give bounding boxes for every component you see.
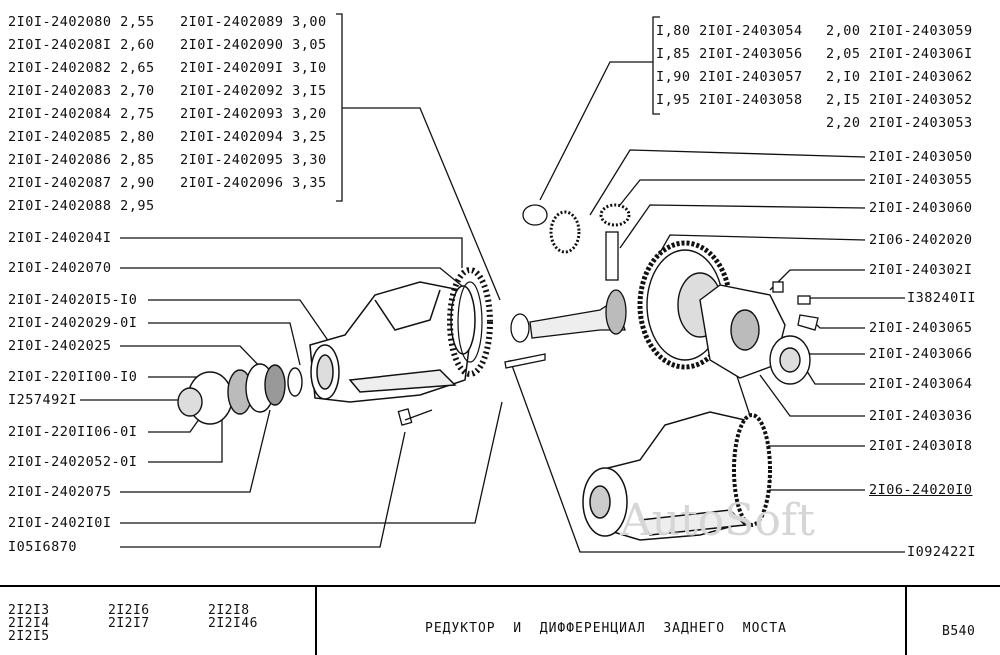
table-row: 2I0I-2402082 2,65 xyxy=(8,60,155,76)
model-code: 2I2I46 xyxy=(208,616,258,631)
table-row: 2I0I-2402083 2,70 xyxy=(8,83,155,99)
model-code: 2I2I7 xyxy=(108,616,150,631)
model-code: 2I2I5 xyxy=(8,629,50,644)
model-code: 2I2I8 xyxy=(208,603,250,618)
part-label: 2I0I-2402029-0I xyxy=(8,315,138,331)
drive-flange xyxy=(177,363,303,425)
leader-2403060 xyxy=(619,204,866,249)
table-row: 2,05 2I0I-240306I xyxy=(826,46,973,62)
part-label: 2I0I-2403055 xyxy=(869,172,973,188)
table-row: 2I0I-2402088 2,95 xyxy=(8,198,155,214)
table-row: 2I0I-2402090 3,05 xyxy=(180,37,327,53)
side-gears xyxy=(522,203,819,331)
part-label: 2I0I-24020I5-I0 xyxy=(8,292,138,308)
watermark: AutoSoft xyxy=(620,495,815,546)
part-label: 2I0I-2403065 xyxy=(869,320,973,336)
leader-10924221 xyxy=(509,359,905,553)
leader-table-right xyxy=(539,61,653,201)
part-label: I257492I xyxy=(8,392,78,408)
part-label: I05I6870 xyxy=(8,539,78,555)
footer-divider xyxy=(315,585,317,655)
leader-2403021 xyxy=(769,269,865,291)
table-row: 2I0I-2402080 2,55 xyxy=(8,14,155,30)
part-label: 2I06-24020I0 xyxy=(869,482,973,498)
leader-2403065 xyxy=(811,319,865,329)
part-label: I38240II xyxy=(907,290,977,306)
part-label: 2I0I-2402052-0I xyxy=(8,454,138,470)
table-row: 2I0I-2402086 2,85 xyxy=(8,152,155,168)
differential-case xyxy=(699,284,811,385)
part-label: 2I0I-220II00-I0 xyxy=(8,369,138,385)
leader-2402052 xyxy=(148,420,223,463)
carrier-housing xyxy=(309,281,476,403)
footer-divider xyxy=(905,585,907,655)
leader-2402029 xyxy=(148,322,301,366)
part-label: 2I0I-240204I xyxy=(8,230,112,246)
leader-2402075 xyxy=(120,409,271,493)
table-row: 2I0I-240209I 3,I0 xyxy=(180,60,327,76)
table-row: I,95 2I0I-2403058 xyxy=(656,92,803,108)
footer-divider xyxy=(0,585,1000,587)
model-code: 2I2I4 xyxy=(8,616,50,631)
table-row: 2I0I-2402094 3,25 xyxy=(180,129,327,145)
leader-13824011 xyxy=(799,297,905,301)
left-table-bracket xyxy=(336,13,343,202)
leader-2402025 xyxy=(120,345,266,373)
model-code: 2I2I3 xyxy=(8,603,50,618)
page-title: РЕДУКТОР И ДИФФЕРЕНЦИАЛ ЗАДНЕГО МОСТА xyxy=(425,621,787,636)
table-row: 2I0I-2402087 2,90 xyxy=(8,175,155,191)
leader-2403036 xyxy=(759,374,865,417)
leader-2402041 xyxy=(120,237,463,268)
bolts xyxy=(397,353,546,426)
part-label: 2I0I-2403036 xyxy=(869,408,973,424)
part-label: 2I0I-2403060 xyxy=(869,200,973,216)
table-row: 2,00 2I0I-2403059 xyxy=(826,23,973,39)
right-table-bracket xyxy=(652,16,660,115)
gasket-ring xyxy=(447,267,493,377)
leader-2201106 xyxy=(148,414,203,433)
leader-2402101 xyxy=(120,401,503,524)
part-label: 2I06-2402020 xyxy=(869,232,973,248)
table-row: 2I0I-2402095 3,30 xyxy=(180,152,327,168)
part-label: 2I0I-220II06-0I xyxy=(8,424,138,440)
table-row: I,85 2I0I-2403056 xyxy=(656,46,803,62)
table-row: 2I0I-2402096 3,35 xyxy=(180,175,327,191)
part-label: I092422I xyxy=(907,544,977,560)
part-label: 2I0I-2402025 xyxy=(8,338,112,354)
leader-2403055 xyxy=(619,179,865,206)
part-label: 2I0I-2403050 xyxy=(869,149,973,165)
part-label: 2I0I-240302I xyxy=(869,262,973,278)
table-row: 2I0I-2402085 2,80 xyxy=(8,129,155,145)
leader-2402070 xyxy=(120,267,463,287)
leader-2403050 xyxy=(589,149,866,216)
table-row: I,90 2I0I-2403057 xyxy=(656,69,803,85)
assembled-reducer xyxy=(582,411,772,541)
table-row: 2I0I-2402092 3,I5 xyxy=(180,83,327,99)
leader-2403066 xyxy=(799,339,865,355)
table-row: 2,I5 2I0I-2403052 xyxy=(826,92,973,108)
part-label: 2I0I-2402I0I xyxy=(8,515,112,531)
table-row: I,80 2I0I-2403054 xyxy=(656,23,803,39)
table-row: 2I0I-2402084 2,75 xyxy=(8,106,155,122)
table-row: 2I0I-2402093 3,20 xyxy=(180,106,327,122)
part-label: 2I0I-2403064 xyxy=(869,376,973,392)
page-code: B540 xyxy=(942,624,976,639)
table-row: 2I0I-240208I 2,60 xyxy=(8,37,155,53)
table-row: 2,I0 2I0I-2403062 xyxy=(826,69,973,85)
model-code: 2I2I6 xyxy=(108,603,150,618)
part-label: 2I0I-24030I8 xyxy=(869,438,973,454)
part-label: 2I0I-2402075 xyxy=(8,484,112,500)
pinion-gear xyxy=(510,289,627,343)
part-label: 2I0I-2402070 xyxy=(8,260,112,276)
leader-2402015 xyxy=(148,299,337,353)
part-label: 2I0I-2403066 xyxy=(869,346,973,362)
table-row: 2,20 2I0I-2403053 xyxy=(826,115,973,131)
leader-1051687 xyxy=(120,431,406,548)
table-row: 2I0I-2402089 3,00 xyxy=(180,14,327,30)
leader-table-left xyxy=(342,107,501,301)
